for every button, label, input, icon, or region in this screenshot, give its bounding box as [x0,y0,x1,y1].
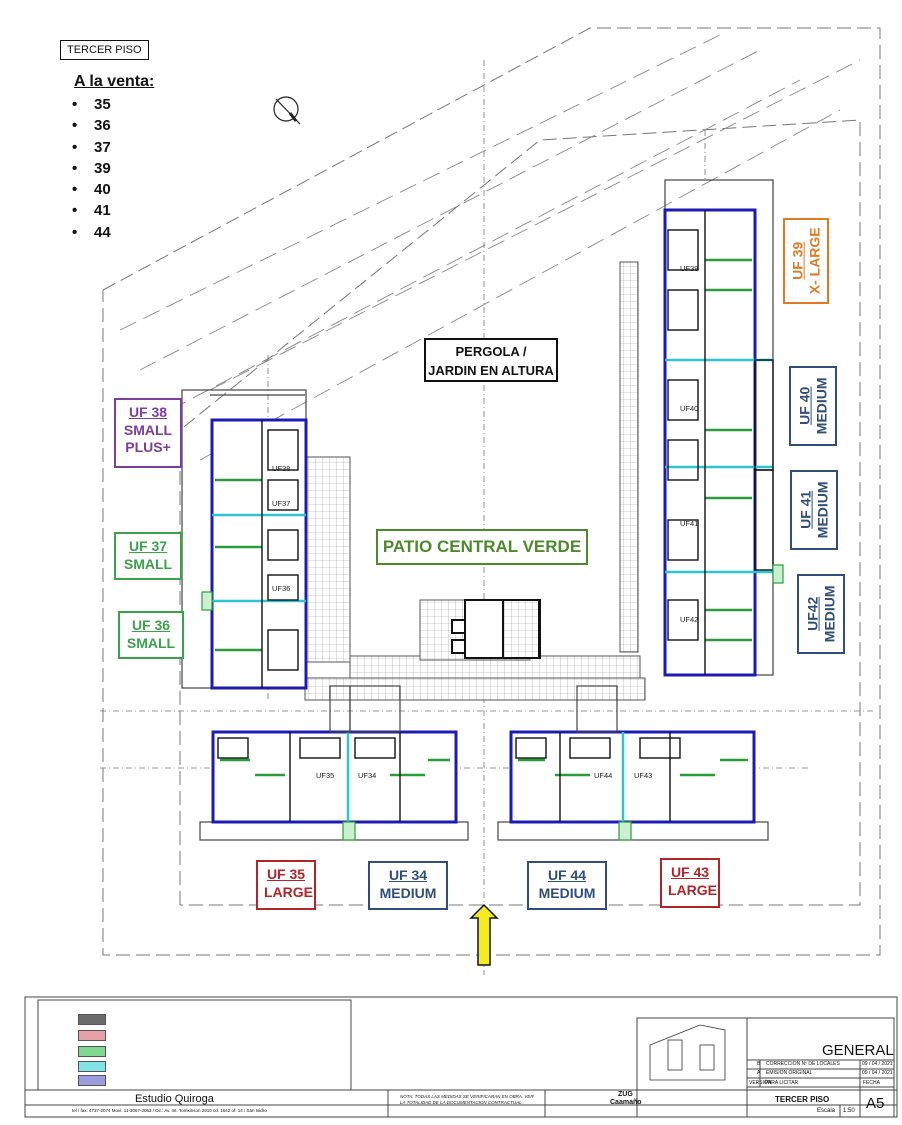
sheet-name: TERCER PISO [775,1095,830,1104]
scale-label: Escala [817,1108,836,1114]
legend-swatch-4 [78,1061,106,1072]
legend-swatch-2 [78,1030,106,1041]
unit-tag-uf44[interactable]: UF 44 MEDIUM [527,861,607,910]
legend-swatch-1 [78,1014,106,1025]
plan-label-uf34: UF34 [358,771,377,780]
unit-size: X- LARGE [806,227,823,295]
patio-label: PATIO CENTRAL VERDE [376,529,588,565]
unit-tag-uf38[interactable]: UF 38 SMALL PLUS+ [114,398,182,468]
version-label: VERSIÓN [749,1080,772,1086]
unit-size: MEDIUM [821,585,837,643]
unit-tag-uf42[interactable]: UF42 MEDIUM [797,574,845,654]
for-sale-title: A la venta: [74,73,155,90]
plan-label-uf44: UF44 [594,771,613,780]
unit-tag-uf34[interactable]: UF 34 MEDIUM [368,861,448,910]
unit-size: SMALL [126,634,176,651]
unit-size: MEDIUM [814,481,830,539]
unit-tag-uf41[interactable]: UF 41 MEDIUM [790,470,838,550]
unit-size: SMALL [123,555,173,572]
unit-size: MEDIUM [813,377,829,435]
list-item: 36 [72,115,111,136]
unit-tag-uf35[interactable]: UF 35 LARGE [256,860,316,910]
plan-label-uf40: UF40 [680,404,699,413]
general-title: GENERAL [822,1042,894,1059]
unit-tag-uf39[interactable]: UF 39 X- LARGE [783,218,829,304]
unit-tag-uf40[interactable]: UF 40 MEDIUM [789,366,837,446]
unit-size: SMALL [123,421,173,438]
sheet-number: A5 [866,1095,885,1112]
north-arrow-icon [273,96,301,125]
studio-name: Estudio Quiroga [135,1093,214,1105]
unit-code: UF 35 [266,866,306,882]
unit-code: UF 36 [131,617,171,633]
unit-tag-uf43[interactable]: UF 43 LARGE [660,858,720,908]
revision-code: B [757,1061,761,1067]
client-name: ZUG [618,1091,633,1098]
date-label: FECHA [863,1080,880,1086]
list-item: 39 [72,158,111,179]
version-value: PARA LICITAR [765,1080,799,1086]
unit-code: UF 43 [670,864,710,880]
studio-address: tel / fax: 4737-2074 Movi: 11-3067-2053 … [72,1108,267,1113]
unit-code: UF 44 [547,867,587,883]
revision-date: 09 / 04 / 2021 [862,1070,893,1076]
revision-desc: CORRECCION Nº DE LOCALES [766,1061,840,1067]
drawing-note: NOTA: TODAS LAS MEDIDAS SE VERIFICARAN E… [400,1094,534,1105]
unit-code: UF 39 [789,241,806,281]
unit-size: LARGE [264,883,313,900]
unit-code: UF 34 [388,867,428,883]
unit-size: MEDIUM [379,884,437,901]
scale-value: 1:50 [843,1108,855,1114]
pergola-line-1: PERGOLA / [455,344,527,359]
unit-code: UF 37 [128,538,168,554]
unit-size-extra: PLUS+ [125,439,171,455]
unit-tag-uf37[interactable]: UF 37 SMALL [114,532,182,580]
floor-tag: TERCER PISO [60,40,149,60]
client-name-2: Caamaño [610,1099,642,1106]
plan-label-uf39: UF39 [680,264,699,273]
list-item: 37 [72,137,111,158]
unit-code: UF42 [804,596,821,632]
unit-size: MEDIUM [538,884,596,901]
unit-code: UF 38 [128,404,168,420]
revision-desc: EMISION ORIGINAL [766,1070,813,1076]
plan-label-uf37: UF37 [272,499,291,508]
revision-date: 09 / 04 / 2021 [862,1061,893,1067]
unit-code: UF 40 [796,386,813,426]
revision-code: A [757,1070,761,1076]
pergola-label: PERGOLA / JARDIN EN ALTURA [424,338,558,382]
for-sale-list: 35 36 37 39 40 41 44 [72,94,111,243]
list-item: 35 [72,94,111,115]
unit-size: LARGE [668,881,717,898]
list-item: 40 [72,179,111,200]
unit-code: UF 41 [797,490,814,530]
plan-label-uf38: UF38 [272,464,291,473]
legend-swatch-3 [78,1046,106,1057]
plan-label-uf42: UF42 [680,615,699,624]
legend-swatch-5 [78,1075,106,1086]
entrance-arrow-icon [469,903,499,966]
unit-tag-uf36[interactable]: UF 36 SMALL [118,611,184,659]
plan-label-uf36: UF36 [272,584,291,593]
plan-label-uf43: UF43 [634,771,653,780]
plan-label-uf35: UF35 [316,771,335,780]
plan-label-uf41: UF41 [680,519,699,528]
list-item: 41 [72,200,111,221]
pergola-line-2: JARDIN EN ALTURA [428,363,554,378]
list-item: 44 [72,222,111,243]
